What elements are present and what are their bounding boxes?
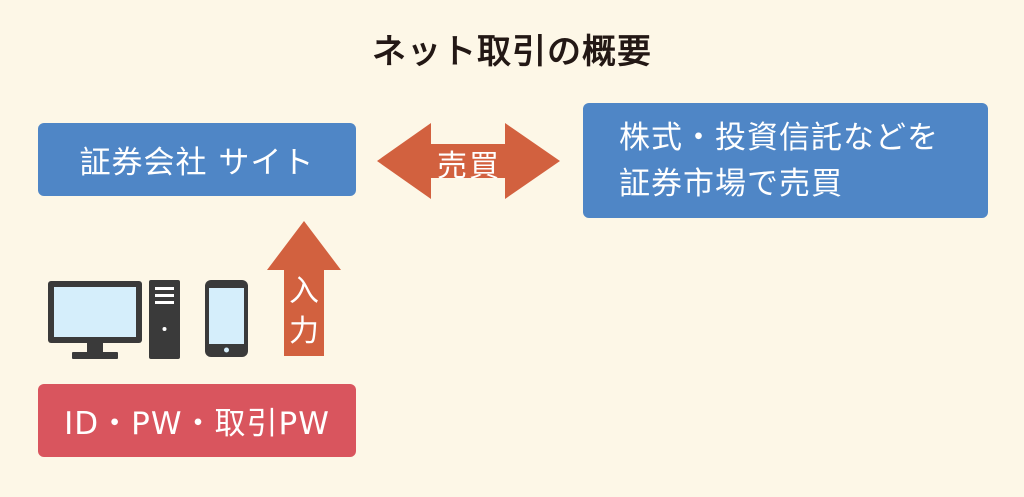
input-up-arrow [267, 221, 341, 356]
market-line-2: 証券市場で売買 [619, 165, 843, 202]
input-char-2: 力 [289, 314, 319, 349]
input-char-1: 入 [289, 274, 319, 309]
credentials-box: ID・PW・取引PW [38, 384, 356, 457]
trade-arrow-label: 売買 [437, 149, 501, 184]
input-arrow-label: 入 力 [283, 272, 325, 352]
pc-tower-icon [149, 280, 180, 359]
market-trade-box: 株式・投資信託などを 証券市場で売買 [583, 103, 988, 218]
smartphone-icon [205, 280, 248, 357]
diagram-title: ネット取引の概要 [372, 32, 652, 72]
trade-double-arrow [377, 123, 560, 199]
credentials-label: ID・PW・取引PW [64, 406, 330, 442]
market-line-1: 株式・投資信託などを [619, 119, 939, 156]
monitor-icon [48, 281, 142, 359]
securities-site-label: 証券会社 サイト [79, 145, 315, 181]
securities-site-box: 証券会社 サイト [38, 123, 356, 196]
